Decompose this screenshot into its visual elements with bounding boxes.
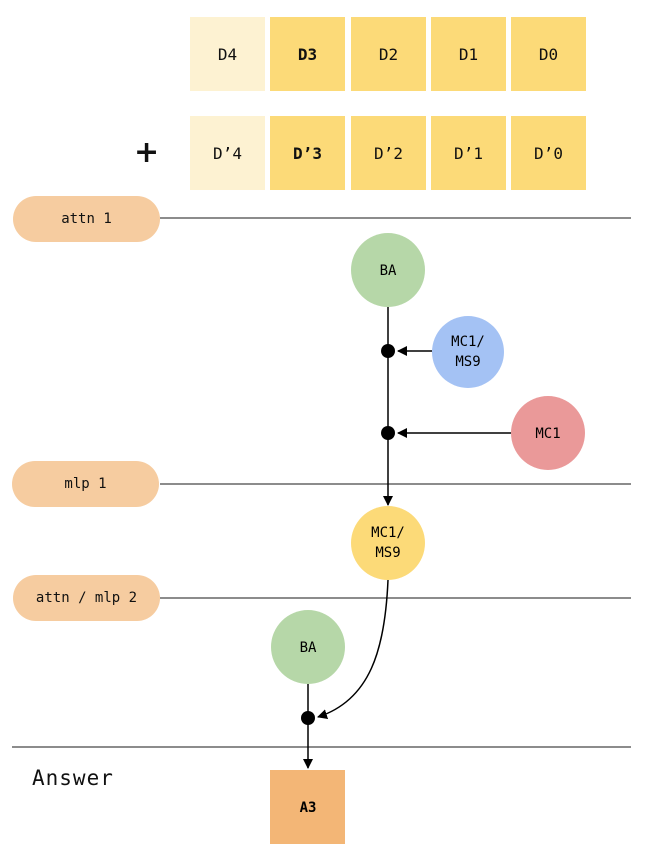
node-ba-top: BA [351, 233, 425, 307]
token-dp4: D’4 [190, 116, 265, 190]
edge-yellow-to-dot [317, 579, 389, 719]
token-d0: D0 [511, 17, 586, 91]
junction-dot [301, 711, 315, 725]
node-mc1-red: MC1 [511, 396, 585, 470]
answer-label: Answer [32, 766, 114, 790]
token-dp1: D’1 [431, 116, 506, 190]
layer-label-attn-mlp2: attn / mlp 2 [13, 575, 160, 621]
junction-dot [381, 426, 395, 440]
svg-text:MC1: MC1 [535, 426, 560, 442]
layer-label-attn1: attn 1 [13, 196, 160, 242]
answer-box-a3: A3 [270, 770, 345, 844]
svg-text:MS9: MS9 [375, 545, 400, 561]
token-d2: D2 [351, 17, 426, 91]
token-dp0: D’0 [511, 116, 586, 190]
junction-dot [381, 344, 395, 358]
svg-text:MC1/: MC1/ [451, 334, 485, 350]
node-mc1-ms9-blue: MC1/ MS9 [432, 316, 504, 388]
plus-symbol: + [134, 135, 160, 170]
token-dp3: D’3 [270, 116, 345, 190]
svg-text:BA: BA [380, 263, 397, 279]
layer-label-mlp1: mlp 1 [12, 461, 159, 507]
svg-text:BA: BA [300, 640, 317, 656]
node-ba-bottom: BA [271, 610, 345, 684]
svg-text:MS9: MS9 [455, 354, 480, 370]
svg-text:A3: A3 [300, 800, 317, 816]
node-mc1-ms9-yellow: MC1/ MS9 [351, 506, 425, 580]
token-d3: D3 [270, 17, 345, 91]
token-d1: D1 [431, 17, 506, 91]
svg-text:MC1/: MC1/ [371, 525, 405, 541]
token-d4: D4 [190, 17, 265, 91]
token-dp2: D’2 [351, 116, 426, 190]
